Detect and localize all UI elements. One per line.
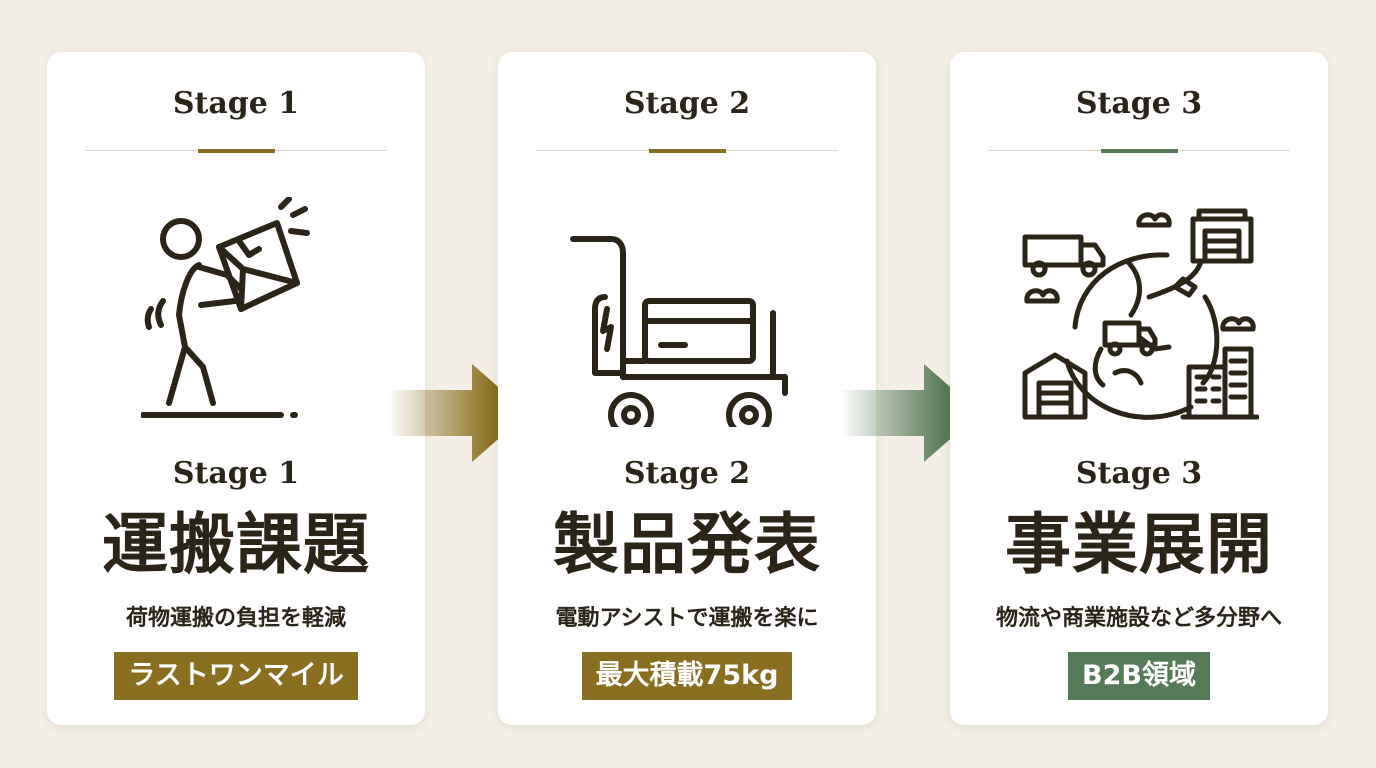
stage-title: 製品発表 [553,505,821,583]
stage-badge: ラストワンマイル [114,652,358,700]
stage-header: Stage 1 [172,86,300,121]
logistics-network-icon [950,197,1328,427]
stage-label: Stage 2 [623,456,751,491]
stage-badge: B2B領域 [1068,652,1210,700]
stage-card-2: Stage 2 Stage 2 製品発表 電動アシストで運搬を楽に 最大積載75… [498,52,876,725]
accent-bar [649,149,726,153]
accent-bar [198,149,275,153]
stage-description: 荷物運搬の負担を軽減 [125,606,346,631]
stage-card-3: Stage 3 [950,52,1328,725]
right-arrow-icon [388,362,530,464]
person-carrying-box-icon [47,197,425,427]
right-arrow-icon [840,362,982,464]
stage-header: Stage 2 [623,86,751,121]
stage-header: Stage 3 [1075,86,1203,121]
stage-label: Stage 1 [172,456,300,491]
stage-badge: 最大積載75kg [581,652,793,700]
stage-card-1: Stage 1 Stage 1 運搬課題 荷物運搬の負担を軽減 ラストワンマイル [47,52,425,725]
electric-cart-icon [498,197,876,427]
stage-title: 運搬課題 [102,505,370,583]
accent-bar [1101,149,1178,153]
stage-label: Stage 3 [1075,456,1203,491]
stage-title: 事業展開 [1005,505,1273,583]
stage-description: 電動アシストで運搬を楽に [555,606,819,631]
stage-description: 物流や商業施設など多分野へ [995,606,1282,631]
